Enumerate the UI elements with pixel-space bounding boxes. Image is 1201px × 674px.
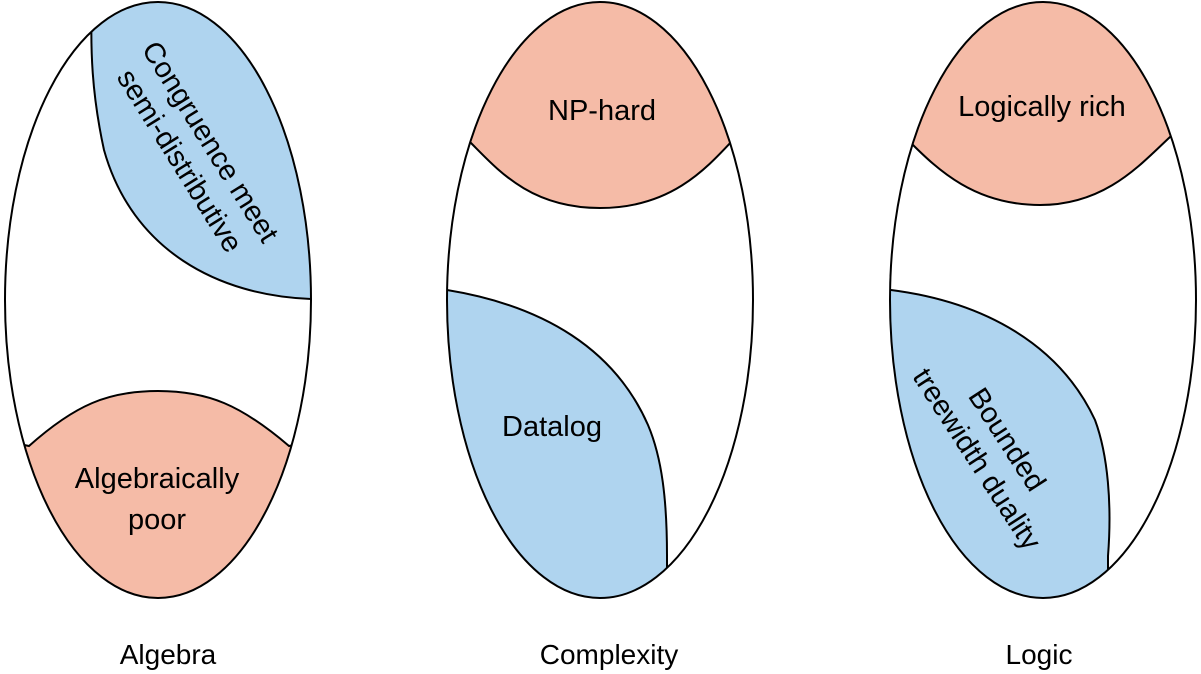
panel-complexity: NP-hard Datalog Complexity <box>446 1 754 670</box>
ellipse-algebra <box>4 1 312 599</box>
region-algebraically-poor <box>5 389 311 598</box>
ellipse-complexity <box>446 1 754 599</box>
region-np-hard <box>447 2 753 210</box>
caption-logic: Logic <box>1006 639 1073 670</box>
region-logically-rich <box>890 2 1196 207</box>
ellipse-logic <box>889 1 1197 599</box>
label-logically-rich: Logically rich <box>958 91 1126 123</box>
label-np-hard: NP-hard <box>548 95 656 127</box>
region-datalog <box>447 289 668 598</box>
panel-algebra: Congruence meet semi-distributive Algebr… <box>4 1 312 670</box>
caption-complexity: Complexity <box>540 639 678 670</box>
panel-logic: Logically rich Bounded treewidth duality… <box>889 1 1197 670</box>
label-datalog: Datalog <box>502 411 602 443</box>
label-algebraically-poor-line-2: poor <box>128 504 186 536</box>
caption-algebra: Algebra <box>120 639 217 670</box>
label-algebraically-poor-line-1: Algebraically <box>75 463 240 495</box>
